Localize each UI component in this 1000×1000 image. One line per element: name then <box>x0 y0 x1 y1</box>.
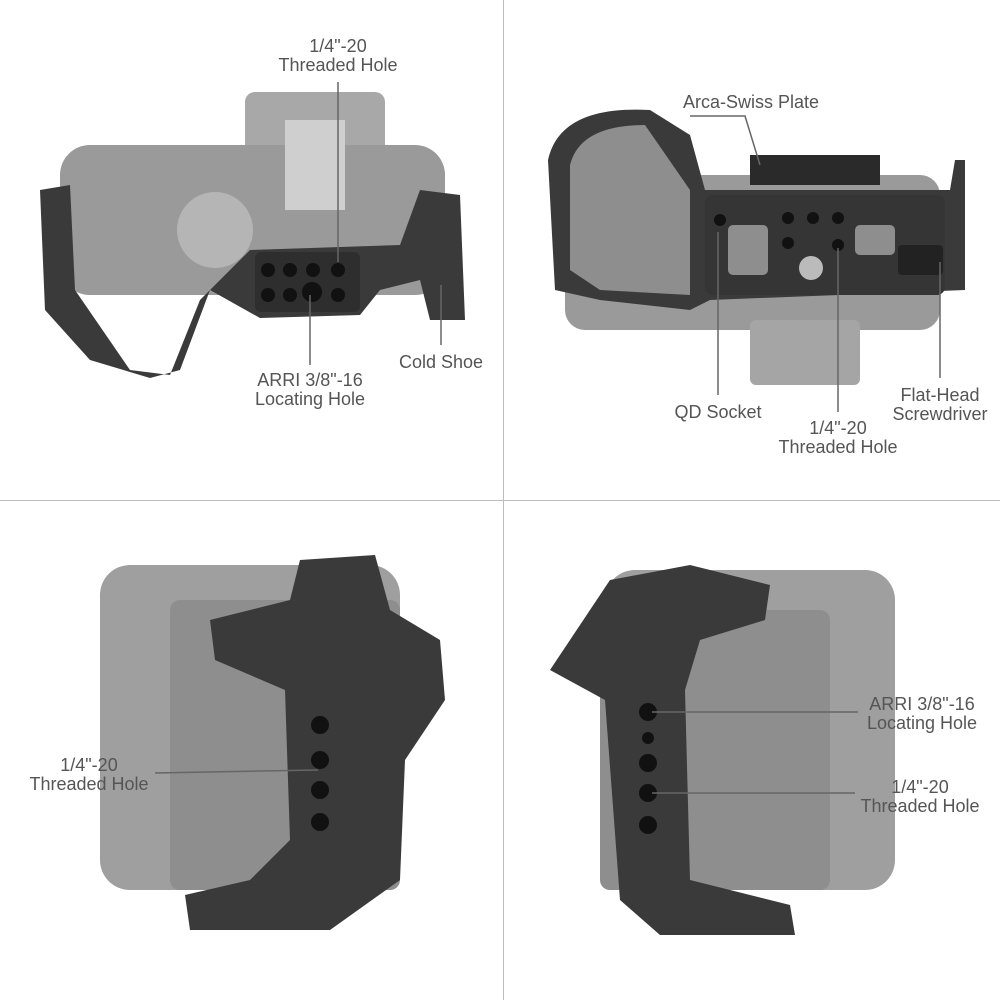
leader-line-panel-3 <box>154 769 319 774</box>
callout-line: Arca-Swiss Plate <box>682 92 820 112</box>
camera-left-side-view <box>550 565 895 935</box>
callout-threaded-hole-right-side: 1/4"-20 Threaded Hole <box>29 756 148 794</box>
callout-qd-socket: QD Socket <box>674 403 761 422</box>
callout-line: Locating Hole <box>866 713 978 733</box>
callout-line: 1/4"-20 <box>309 36 367 56</box>
callout-flat-head-screwdriver: Flat-Head Screwdriver <box>892 386 987 424</box>
callout-line: 1/4"-20 <box>891 777 949 797</box>
camera-bottom-view <box>548 109 965 385</box>
callout-line: Cold Shoe <box>398 352 484 372</box>
callout-line: 1/4"-20 <box>60 755 118 775</box>
callout-arri-locating-hole-left-side: ARRI 3/8"-16 Locating Hole <box>867 695 977 733</box>
callout-line: QD Socket <box>674 402 762 422</box>
callout-arca-swiss-plate: Arca-Swiss Plate <box>683 93 819 112</box>
callout-line: 1/4"-20 <box>809 418 867 438</box>
callout-threaded-hole-top: 1/4"-20 Threaded Hole <box>278 37 397 75</box>
callout-line: Threaded Hole <box>860 796 980 816</box>
callout-threaded-hole-bottom: 1/4"-20 Threaded Hole <box>778 419 897 457</box>
leader-lines-panel-2 <box>690 115 941 412</box>
camera-top-view <box>40 92 465 378</box>
horizontal-divider <box>0 500 1000 501</box>
leader-lines-panel-1 <box>309 82 442 365</box>
callout-line: ARRI 3/8"-16 <box>257 370 363 390</box>
callout-line: Screwdriver <box>892 404 988 424</box>
camera-right-side-view <box>100 555 445 930</box>
callout-cold-shoe: Cold Shoe <box>399 353 483 372</box>
callout-line: Flat-Head <box>900 385 980 405</box>
callout-line: Threaded Hole <box>278 55 398 75</box>
callout-line: Threaded Hole <box>778 437 898 457</box>
callout-arri-locating-hole-top: ARRI 3/8"-16 Locating Hole <box>255 371 365 409</box>
callout-line: ARRI 3/8"-16 <box>869 694 975 714</box>
leader-lines-panel-4 <box>652 711 858 794</box>
callout-line: Locating Hole <box>254 389 366 409</box>
callout-line: Threaded Hole <box>29 774 149 794</box>
callout-threaded-hole-left-side: 1/4"-20 Threaded Hole <box>860 778 979 816</box>
